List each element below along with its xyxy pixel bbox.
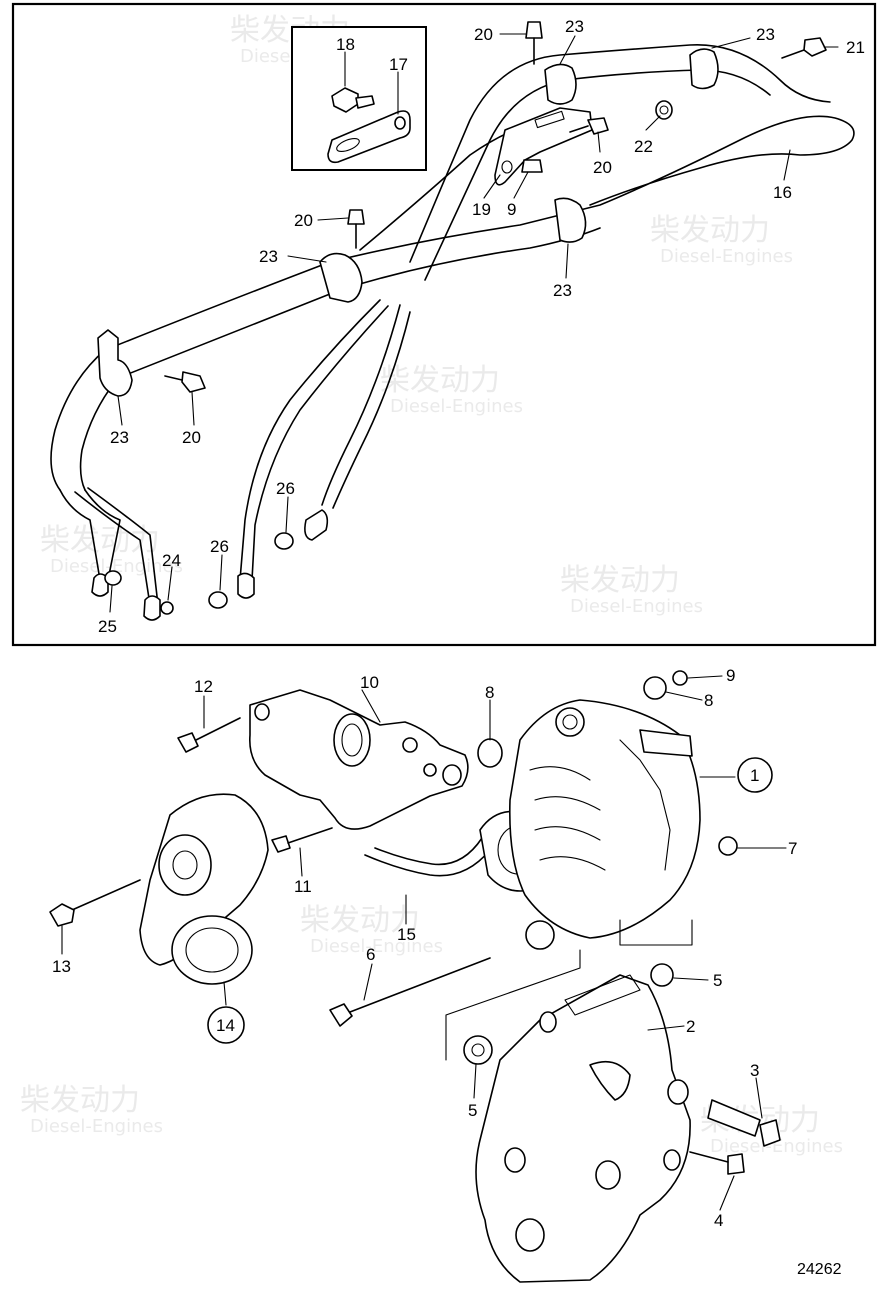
callout-20: 20: [593, 158, 612, 177]
alternator-1: [508, 699, 738, 950]
callout-7: 7: [788, 839, 797, 858]
bolt-20-upper: [164, 21, 827, 393]
callout-26: 26: [276, 479, 295, 498]
lower-callout-labels: 12 10 8 9 8 1 11 7 15 13 6 14 5 2 3 5 4: [52, 666, 797, 1230]
callout-22: 22: [634, 137, 653, 156]
cable-terminals: [91, 509, 329, 621]
callout-24: 24: [162, 551, 181, 570]
lower-fasteners: [177, 670, 781, 1175]
mounting-bracket-2: [475, 974, 691, 1283]
callout-19: 19: [472, 200, 491, 219]
callout-20: 20: [182, 428, 201, 447]
watermark-cn: 柴发动力: [650, 213, 770, 248]
callout-12: 12: [194, 677, 213, 696]
callout-13: 13: [52, 957, 71, 976]
callout-2: 2: [686, 1017, 695, 1036]
callout-5: 5: [468, 1101, 477, 1120]
watermark-en: Diesel-Engines: [710, 1136, 843, 1157]
callout-23: 23: [565, 17, 584, 36]
clamp-23-group: [97, 48, 719, 397]
upper-callout-labels: 18 17 20 23 23 21 22 20 16 19 9 20 23 23…: [98, 17, 865, 636]
callout-8: 8: [704, 691, 713, 710]
lower-leader-lines: [61, 675, 787, 1211]
watermark-cn: 柴发动力: [560, 563, 680, 598]
watermark-en: Diesel-Engines: [30, 1116, 163, 1137]
callout-8: 8: [485, 683, 494, 702]
callout-17: 17: [389, 55, 408, 74]
callout-20: 20: [294, 211, 313, 230]
mounting-bracket-10: [248, 689, 469, 830]
main-cable-16: [50, 43, 855, 606]
callout-26: 26: [210, 537, 229, 556]
watermark-cn: 柴发动力: [20, 1083, 140, 1118]
callout-25: 25: [98, 617, 117, 636]
callout-5: 5: [713, 971, 722, 990]
watermark-cn: 柴发动力: [300, 903, 420, 938]
callout-18: 18: [336, 35, 355, 54]
watermark-cn: 柴发动力: [380, 363, 500, 398]
callout-15: 15: [397, 925, 416, 944]
callout-circle-14: [207, 1006, 245, 1044]
drawing-number: 24262: [797, 1261, 842, 1278]
callout-3: 3: [750, 1061, 759, 1080]
callout-11: 11: [294, 877, 312, 896]
callout-9: 9: [507, 200, 516, 219]
watermark-en: Diesel-Engines: [570, 596, 703, 617]
callout-circle-1: [737, 757, 773, 793]
inset-bracket: [327, 87, 411, 164]
callout-6: 6: [366, 945, 375, 964]
watermark-en: Diesel-Engines: [50, 556, 183, 577]
watermark-en: Diesel-Engines: [310, 936, 443, 957]
watermark-en: Diesel-Engines: [390, 396, 523, 417]
callout-21: 21: [846, 38, 865, 57]
callout-16: 16: [773, 183, 792, 202]
callout-1: 1: [750, 766, 759, 785]
watermark-en: Diesel-Engines: [660, 246, 793, 267]
callout-23: 23: [110, 428, 129, 447]
callout-9: 9: [726, 666, 735, 685]
watermark-layer: 柴发动力 Diesel-Engines 柴发动力 Diesel-Engines …: [20, 13, 843, 1157]
callout-23: 23: [259, 247, 278, 266]
callout-10: 10: [360, 673, 379, 692]
callout-23: 23: [553, 281, 572, 300]
upper-panel-frame: [11, 2, 877, 647]
belt-tensioner: [49, 793, 269, 985]
callout-23: 23: [756, 25, 775, 44]
callout-14: 14: [216, 1016, 235, 1035]
callout-20: 20: [474, 25, 493, 44]
upper-leader-lines: [109, 33, 839, 613]
callout-4: 4: [714, 1211, 723, 1230]
bracket-19: [494, 107, 593, 186]
